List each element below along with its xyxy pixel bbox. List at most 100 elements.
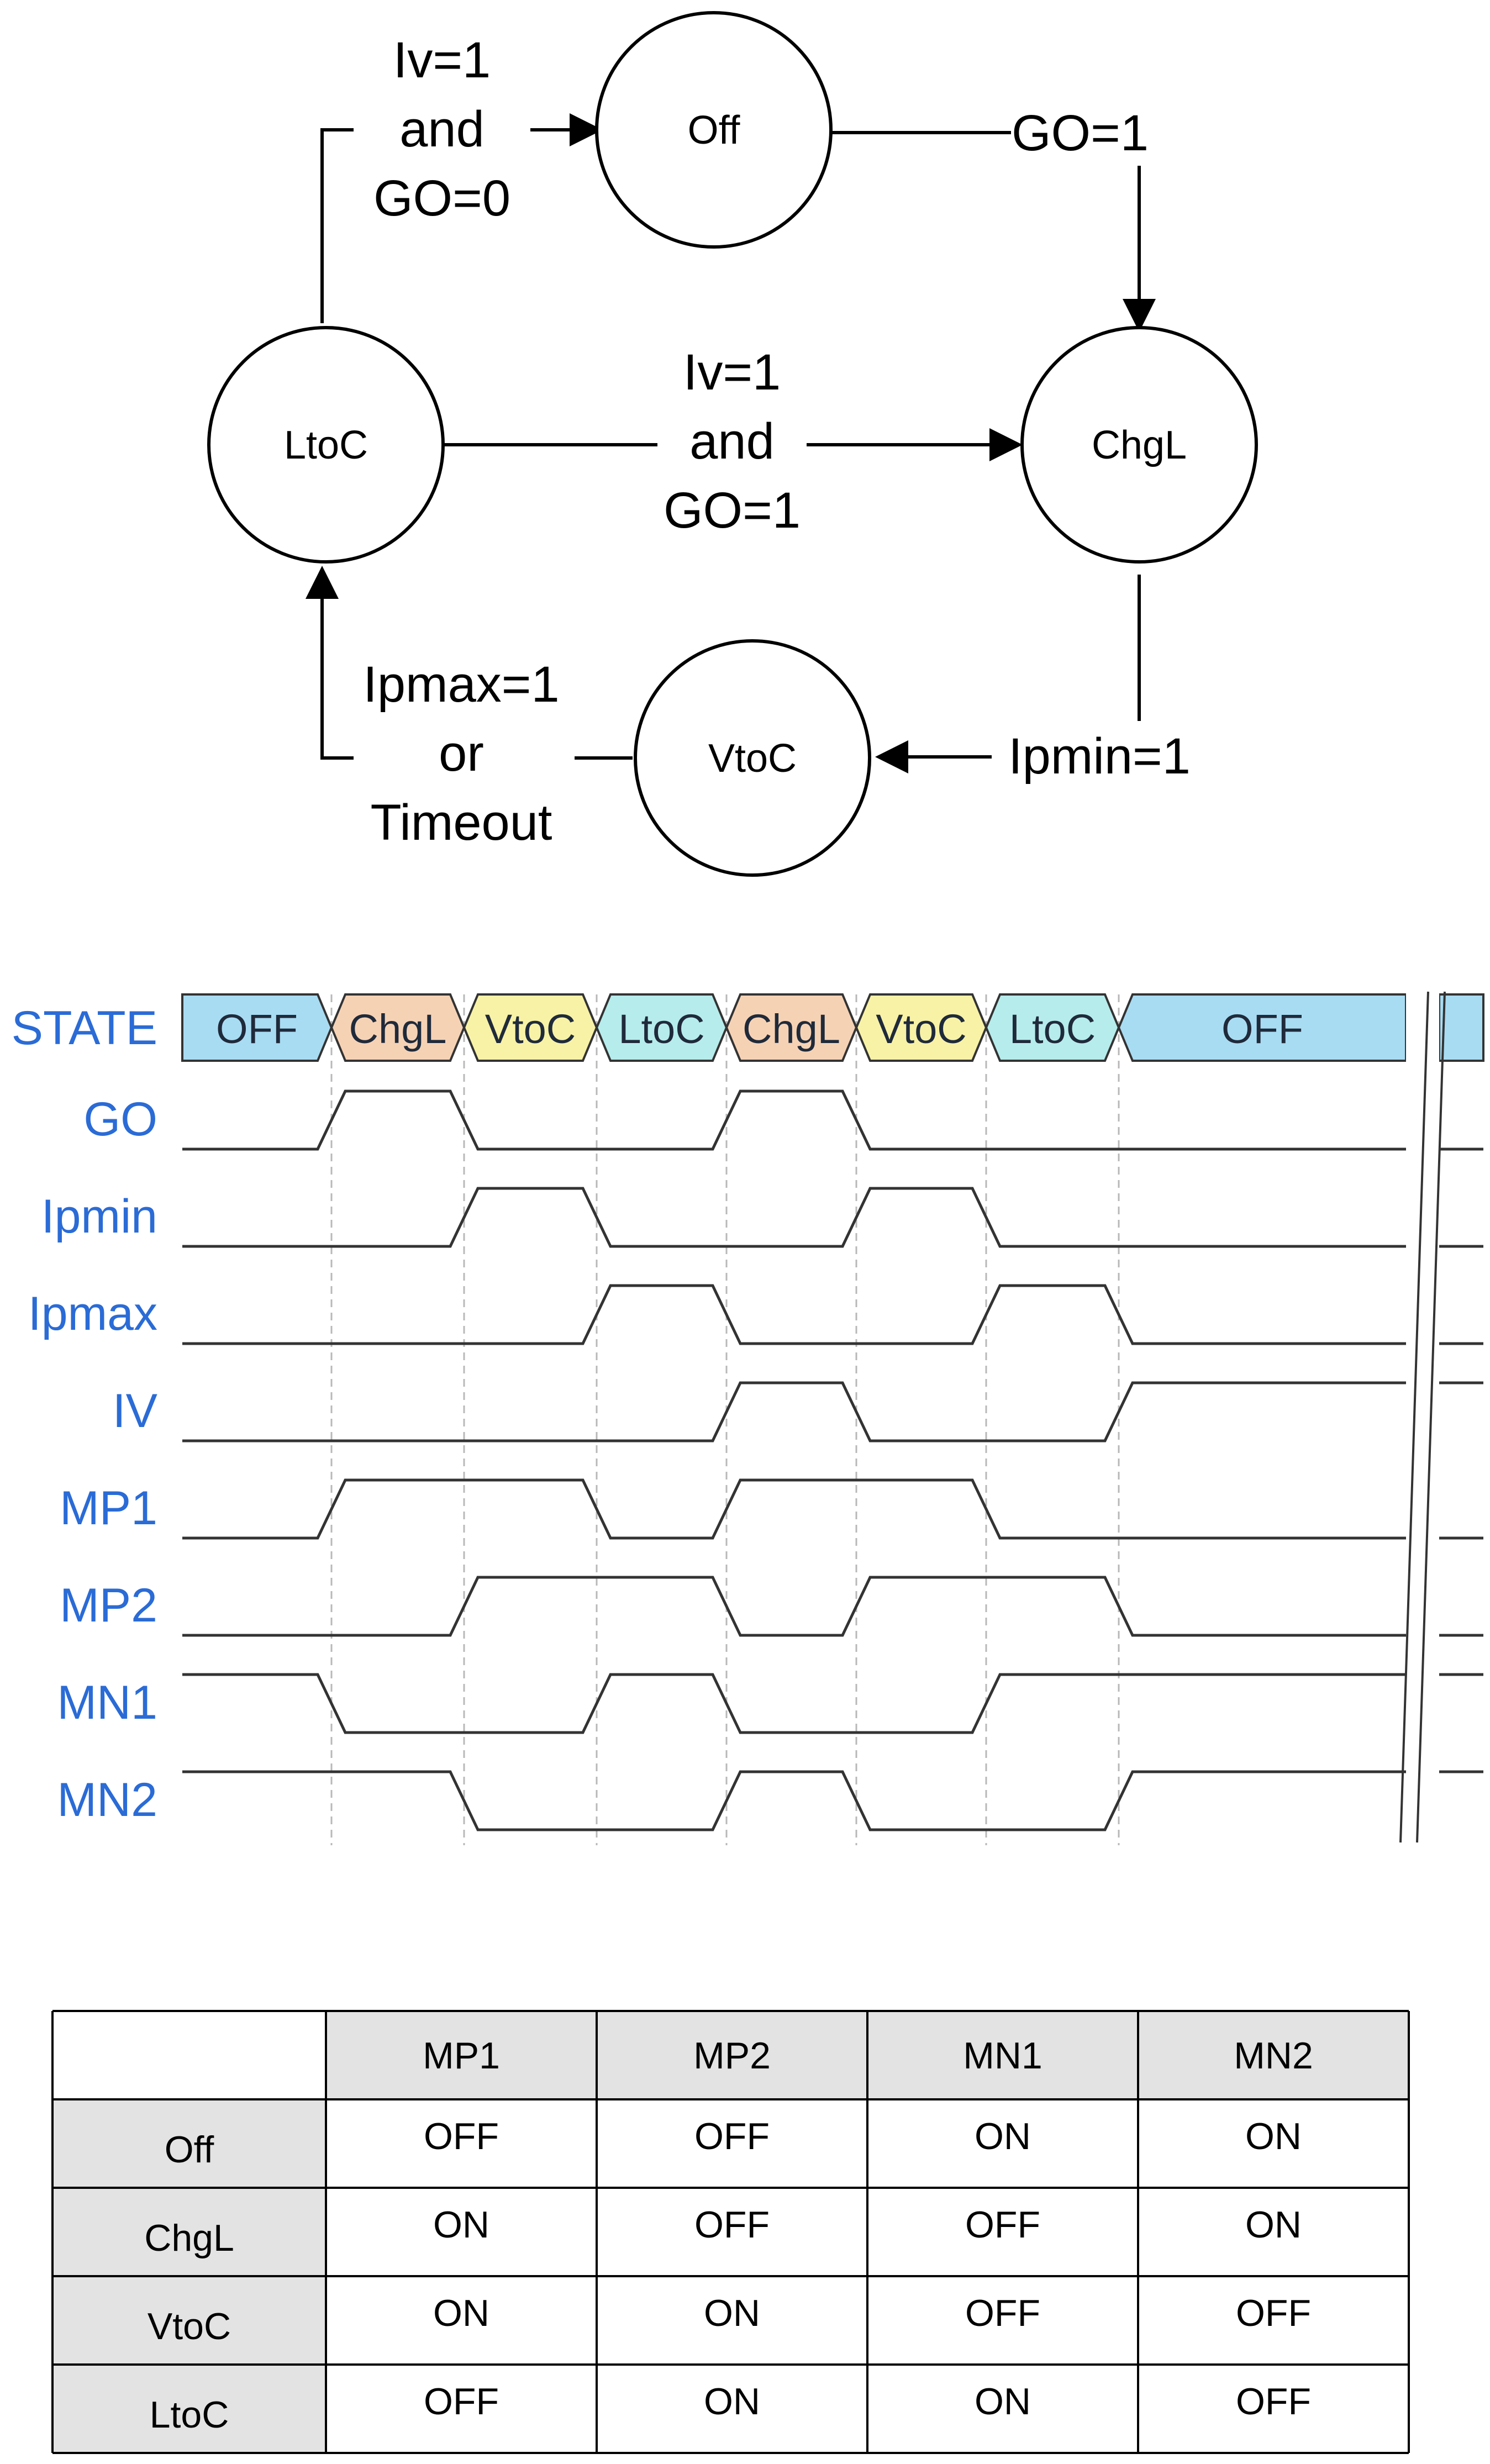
signal-label: MP1 [60,1482,157,1535]
signal-waveform [182,1381,1406,1442]
time-break-mark [1399,989,1446,1845]
table-cell: OFF [424,2381,499,2423]
table-column-header: MP2 [693,2035,771,2077]
condition-label: and [689,413,775,470]
signal-label: Ipmax [28,1287,157,1340]
table-row: Off OFF OFF ON ON [165,2115,1302,2171]
state-segment: LtoC [984,993,1120,1062]
signal-waveform [182,1284,1406,1345]
signal-label: MP2 [60,1579,157,1632]
signal-label: MN1 [57,1676,157,1729]
state-machine: Iv=1 and GO=0 GO=1 Iv=1 and GO=1 Ipmin=1… [207,11,1258,877]
signal-waveform [182,1576,1406,1637]
condition-label: Timeout [371,794,552,851]
table-column-header: MN1 [963,2035,1043,2077]
condition-label: GO=1 [1012,105,1149,161]
table-cell: ON [433,2292,489,2334]
condition-label: Ipmin=1 [1008,728,1191,785]
table-cell: ON [1245,2204,1302,2246]
condition-label: Iv=1 [393,32,491,88]
timing-row-ipmax: Ipmax [28,1284,1483,1345]
signal-waveform [182,1478,1406,1540]
timing-row-go: GO [83,1089,1483,1151]
state-node-chgl: ChgL [1020,326,1258,564]
state-segment-label: ChgL [743,1006,840,1052]
table-cell: OFF [965,2204,1040,2246]
table-row-header: ChgL [144,2217,234,2259]
condition-label: Iv=1 [683,344,781,401]
state-segment: OFF [1117,993,1407,1062]
table-column-header: MP1 [423,2035,500,2077]
table-cell: ON [704,2381,760,2423]
table-header-cell [326,2011,597,2099]
state-segment-label: ChgL [349,1006,447,1052]
state-segment: ChgL [725,993,858,1062]
table-cell: ON [704,2292,760,2334]
transition-chgl-to-vtoc: Ipmin=1 [875,575,1207,793]
table-row-header: LtoC [150,2394,229,2436]
state-segment: ChgL [330,993,466,1062]
table-cell: OFF [424,2115,499,2157]
condition-label: GO=0 [373,170,510,227]
table-cell: OFF [965,2292,1040,2334]
timing-row-ipmin: Ipmin [41,1187,1483,1248]
timing-row-state: STATE OFF ChgL VtoC LtoC ChgL VtoC LtoC OFF [12,993,1484,1062]
signal-label: IV [113,1384,157,1438]
transition-off-to-chgl: GO=1 [831,99,1156,332]
signal-label: STATE [12,1002,157,1055]
timing-row-mn1: MN1 [57,1673,1483,1734]
table-header-cell [867,2011,1138,2099]
state-node-off: Off [595,11,833,249]
signal-waveform [182,1770,1406,1831]
timing-row-iv: IV [113,1381,1483,1442]
state-node-label: LtoC [284,423,368,467]
table-cell: OFF [1236,2381,1311,2423]
condition-label: GO=1 [664,482,801,539]
table-cell: ON [975,2115,1031,2157]
state-segment-label: VtoC [485,1006,576,1052]
condition-label: Ipmax=1 [363,656,559,713]
condition-label: and [399,101,485,157]
state-segment: VtoC [855,993,988,1062]
table-header-cell [597,2011,867,2099]
table-header-cell [1138,2011,1409,2099]
state-segment-label: VtoC [876,1006,967,1052]
state-node-ltoc: LtoC [207,326,445,564]
state-node-label: ChgL [1092,423,1187,467]
table-cell: OFF [694,2115,770,2157]
signal-label: Ipmin [41,1190,157,1243]
table-cell: OFF [1236,2292,1311,2334]
table-row-header-cell [52,2276,326,2365]
state-segment: OFF [181,993,333,1062]
state-segment: VtoC [462,993,598,1062]
timing-diagram: STATE OFF ChgL VtoC LtoC ChgL VtoC LtoC OFF GO Ipm… [12,989,1484,1845]
signal-label: MN2 [57,1773,157,1826]
table-row-header-cell [52,2099,326,2188]
state-segment-label: LtoC [1009,1006,1096,1052]
table-row-header-cell [52,2365,326,2453]
table-cell: ON [975,2381,1031,2423]
state-segment: LtoC [595,993,728,1062]
state-node-vtoc: VtoC [634,639,871,877]
timing-row-mn2: MN2 [57,1770,1483,1831]
signal-label: GO [83,1093,157,1146]
timing-row-mp1: MP1 [60,1478,1483,1540]
table-row-header-cell [52,2188,326,2276]
table-row: VtoC ON ON OFF OFF [148,2292,1311,2347]
state-node-label: Off [688,108,741,152]
table-column-header: MN2 [1234,2035,1313,2077]
signal-waveform [182,1089,1406,1151]
signal-waveform [182,1673,1406,1734]
state-segment-continuation [1438,993,1484,1062]
timing-row-mp2: MP2 [60,1576,1483,1637]
transition-ltoc-to-chgl: Iv=1 and GO=1 [444,340,1023,550]
signal-waveform [182,1187,1406,1248]
table-cell: ON [1245,2115,1302,2157]
table-row: LtoC OFF ON ON OFF [150,2381,1311,2436]
transition-ltoc-to-off: Iv=1 and GO=0 [320,32,603,323]
table-row-header: Off [165,2129,214,2171]
table-row-header: VtoC [148,2305,231,2347]
